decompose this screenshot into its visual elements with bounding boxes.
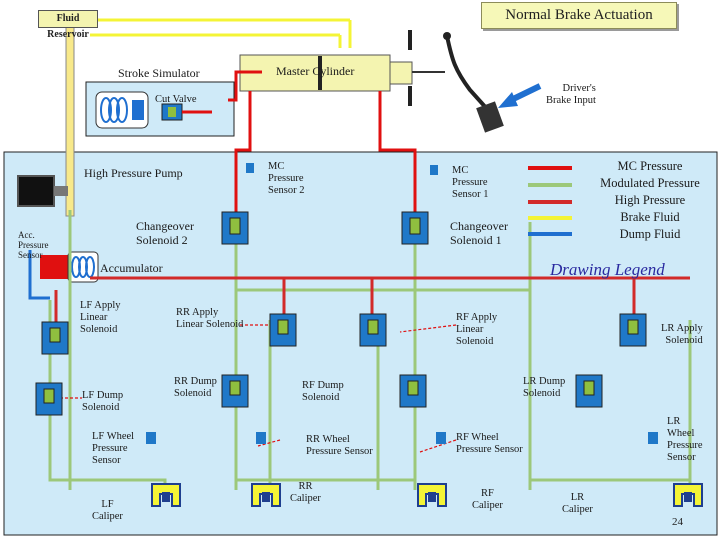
cut-valve-label: Cut Valve	[155, 94, 197, 105]
stroke-simulator-label: Stroke Simulator	[118, 66, 200, 80]
lf-wheel-sensor-label: LF Wheel Pressure Sensor	[92, 431, 135, 466]
lf-caliper-label: LF Caliper	[92, 499, 123, 522]
lr-wheel-sensor-label: LR Wheel Pressure Sensor	[667, 416, 703, 463]
high-pressure-pump-label: High Pressure Pump	[84, 166, 183, 180]
legend-items: MC Pressure Modulated Pressure High Pres…	[600, 159, 700, 241]
cut-valve	[161, 103, 212, 121]
legend-title: Drawing Legend	[550, 260, 665, 279]
drivers-brake-input-label: Driver's Brake Input	[546, 83, 596, 106]
lr-caliper-icon	[673, 483, 703, 507]
driver-input-arrow-icon	[498, 83, 542, 108]
mc-pressure-sensor-2-label: MC Pressure Sensor 2	[268, 161, 305, 196]
rr-wheel-sensor-label: RR Wheel Pressure Sensor	[306, 434, 373, 457]
rr-caliper-label: RR Caliper	[290, 481, 321, 504]
master-cylinder-label: Master Cylinder	[276, 64, 355, 78]
lr-dump-label: LR Dump Solenoid	[523, 376, 566, 399]
brake-pedal-icon	[443, 32, 504, 133]
lf-apply-solenoid	[41, 321, 69, 355]
rf-wheel-sensor-label: RF Wheel Pressure Sensor	[456, 432, 523, 455]
legend-swatches	[528, 166, 572, 236]
changeover-solenoid-2-label: Changeover Solenoid 2	[136, 219, 194, 247]
rf-caliper-icon	[417, 483, 447, 507]
accumulator	[40, 251, 99, 283]
diagram-title: Normal Brake Actuation	[481, 2, 677, 29]
lf-dump-solenoid	[35, 382, 63, 416]
modulated-pressure-lines	[48, 210, 692, 490]
rr-caliper-icon	[251, 483, 281, 507]
page-number: 24	[672, 516, 683, 528]
wheel-pressure-sensors	[146, 432, 658, 444]
lr-apply-label: LR Apply Solenoid	[661, 323, 703, 346]
lr-dump-solenoid	[575, 374, 603, 408]
lf-apply-label: LF Apply Linear Solenoid	[80, 300, 121, 335]
rf-apply-solenoid	[359, 313, 387, 347]
lf-dump-label: LF Dump Solenoid	[82, 390, 124, 413]
changeover-solenoid-1	[401, 211, 429, 245]
rr-apply-solenoid	[269, 313, 297, 347]
high-pressure-pump	[17, 175, 68, 207]
lr-apply-solenoid	[619, 313, 647, 347]
rf-dump-label: RF Dump Solenoid	[302, 380, 344, 403]
lr-caliper-label: LR Caliper	[562, 492, 593, 515]
rr-apply-label: RR Apply Linear Solenoid	[176, 307, 244, 330]
rf-apply-label: RF Apply Linear Solenoid	[456, 312, 498, 347]
changeover-solenoid-2	[221, 211, 249, 245]
rr-dump-solenoid	[221, 374, 249, 408]
rf-dump-solenoid	[399, 374, 427, 408]
accumulator-label: Accumulator	[100, 261, 163, 275]
lf-caliper-icon	[151, 483, 181, 507]
stroke-simulator	[85, 81, 235, 137]
reservoir-lines	[90, 18, 352, 48]
rr-dump-label: RR Dump Solenoid	[174, 376, 217, 399]
mc-pressure-sensor-1-label: MC Pressure Sensor 1	[452, 165, 489, 200]
mc-sensor-ticks	[246, 163, 438, 175]
acc-pressure-sensor-label: Acc. Pressure Sensor	[18, 230, 49, 260]
changeover-solenoid-1-label: Changeover Solenoid 1	[450, 219, 508, 247]
fluid-reservoir-label: Fluid Reservoir	[38, 10, 98, 40]
rf-caliper-label: RF Caliper	[472, 488, 503, 511]
dump-fluid-line	[28, 250, 50, 300]
